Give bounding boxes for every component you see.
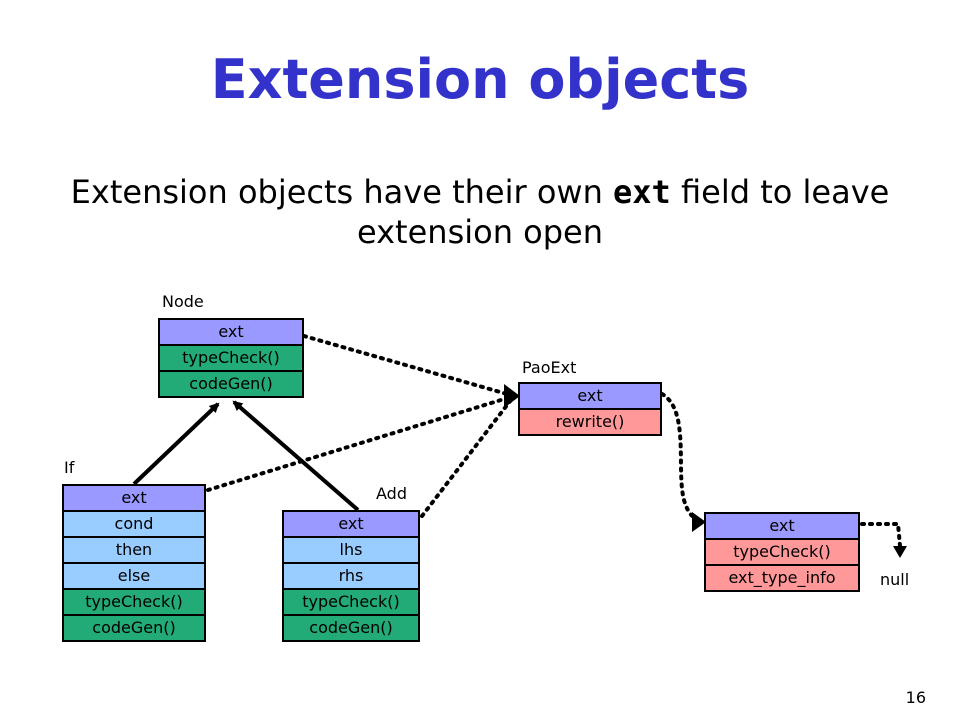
add-field-lhs: lhs <box>284 538 418 564</box>
paoext-label: PaoExt <box>522 358 577 377</box>
arrowhead-ext2 <box>692 512 706 532</box>
node-field-ext: ext <box>160 320 302 346</box>
paoext-field-rewrite: rewrite() <box>520 410 660 436</box>
paoext-field-ext: ext <box>520 384 660 410</box>
ext2-box: ext typeCheck() ext_type_info <box>704 512 860 592</box>
node-field-codegen: codeGen() <box>160 372 302 398</box>
node-label: Node <box>162 292 204 311</box>
if-field-ext: ext <box>64 486 204 512</box>
null-label: null <box>880 570 910 589</box>
subtitle-code: ext <box>613 173 671 211</box>
inherit-arrow-if-node <box>132 402 220 486</box>
add-field-ext: ext <box>284 512 418 538</box>
node-box: ext typeCheck() codeGen() <box>158 318 304 398</box>
inherit-arrow-add-node <box>232 400 360 512</box>
ext-link-node-paoext <box>302 334 516 398</box>
add-box: ext lhs rhs typeCheck() codeGen() <box>282 510 420 642</box>
if-box: ext cond then else typeCheck() codeGen() <box>62 484 206 642</box>
if-field-typecheck: typeCheck() <box>64 590 204 616</box>
if-field-codegen: codeGen() <box>64 616 204 642</box>
node-field-typecheck: typeCheck() <box>160 346 302 372</box>
if-field-then: then <box>64 538 204 564</box>
ext2-field-typeinfo: ext_type_info <box>706 566 858 592</box>
ext-link-ext2-null <box>860 522 902 548</box>
ext2-field-typecheck: typeCheck() <box>706 540 858 566</box>
add-label: Add <box>376 484 407 503</box>
add-field-typecheck: typeCheck() <box>284 590 418 616</box>
ext-link-if-paoext <box>206 394 516 492</box>
if-label: If <box>64 458 75 477</box>
slide-title: Extension objects <box>210 48 750 111</box>
ext2-field-ext: ext <box>706 514 858 540</box>
subtitle-before: Extension objects have their own <box>70 173 614 211</box>
if-field-else: else <box>64 564 204 590</box>
subtitle-after: field to leave extension open <box>356 173 890 251</box>
slide-subtitle: Extension objects have their own ext fie… <box>40 172 920 252</box>
ext-link-add-paoext <box>420 394 516 518</box>
ext-link-paoext-ext2 <box>660 392 706 524</box>
add-field-codegen: codeGen() <box>284 616 418 642</box>
arrowhead-null <box>893 546 907 558</box>
add-field-rhs: rhs <box>284 564 418 590</box>
if-field-cond: cond <box>64 512 204 538</box>
page-number: 16 <box>905 688 926 707</box>
arrowhead-paoext <box>504 384 520 408</box>
paoext-box: ext rewrite() <box>518 382 662 436</box>
